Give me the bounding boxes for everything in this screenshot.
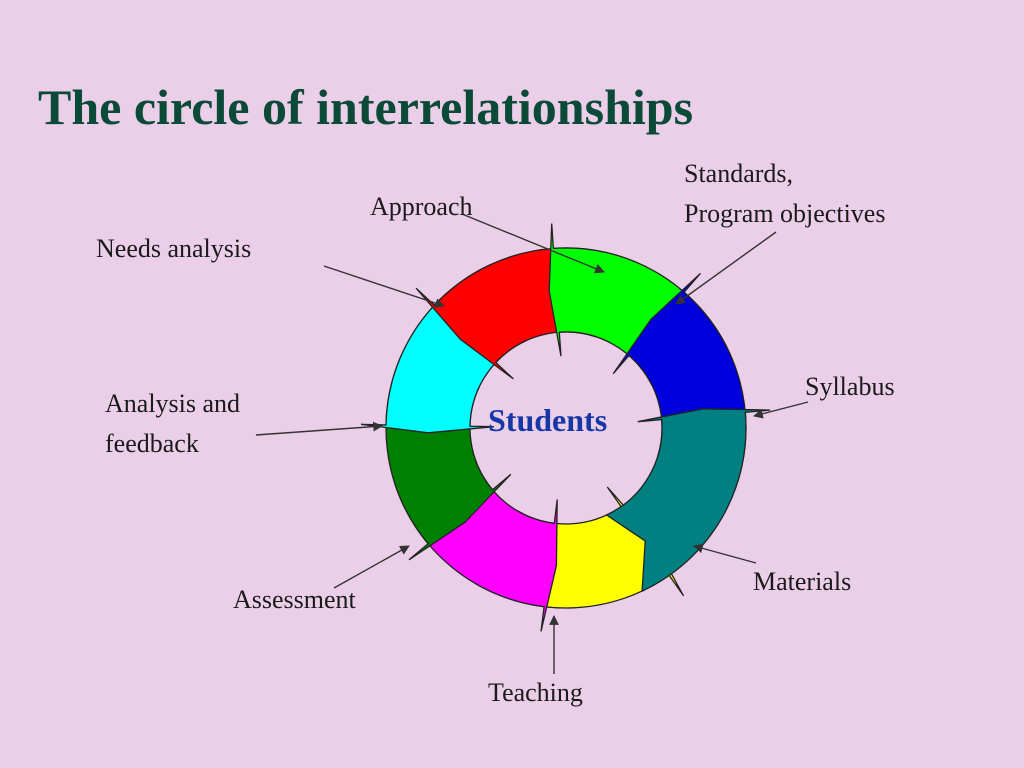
label-needs-analysis: Needs analysis xyxy=(96,234,252,263)
label-analysis-line1: Analysis and xyxy=(105,389,241,418)
label-materials: Materials xyxy=(753,567,852,596)
label-analysis-feedback: Analysis and feedback xyxy=(105,384,240,464)
label-approach: Approach xyxy=(370,192,473,221)
label-pointers xyxy=(255,213,809,674)
label-standards-line2: Program objectives xyxy=(684,199,886,228)
pointer-needs-analysis xyxy=(323,265,445,308)
pointer-standards xyxy=(675,231,777,305)
center-label-students: Students xyxy=(488,402,608,438)
cycle-segments xyxy=(360,223,771,632)
label-syllabus: Syllabus xyxy=(805,372,895,401)
pointer-analysis-feedback xyxy=(255,421,383,436)
slide-title: The circle of interrelationships xyxy=(38,79,694,135)
pointer-assessment xyxy=(333,545,410,589)
label-teaching: Teaching xyxy=(488,678,583,707)
label-standards-line1: Standards, xyxy=(684,159,794,188)
label-analysis-line2: feedback xyxy=(105,429,199,458)
pointer-syllabus xyxy=(753,401,809,419)
label-standards: Standards, Program objectives xyxy=(684,154,885,234)
pointer-approach xyxy=(461,213,605,274)
label-assessment: Assessment xyxy=(233,585,356,614)
pointer-materials xyxy=(693,543,757,564)
